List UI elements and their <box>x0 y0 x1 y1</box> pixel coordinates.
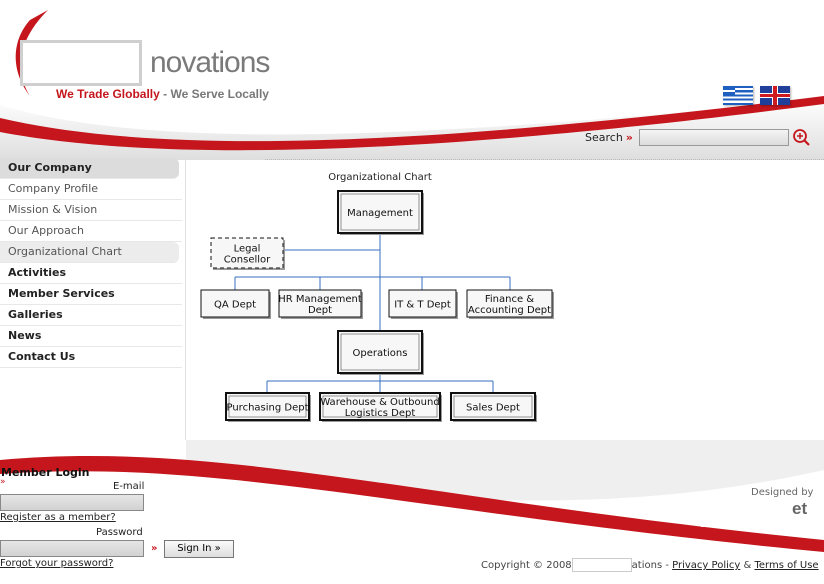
designer-logo-fragment[interactable]: et <box>792 499 808 518</box>
org-box-dept-4-label: Accounting Dept <box>468 305 551 316</box>
org-box-dept-4-label: Finance & <box>485 294 534 305</box>
sidebar-item-mission-vision[interactable]: Mission & Vision <box>0 200 182 221</box>
org-box-dept-3-label: IT & T Dept <box>394 300 451 311</box>
org-box-dept-3: IT & T Dept <box>388 289 458 319</box>
org-box-dept-2-label: Dept <box>308 305 332 316</box>
password-field[interactable] <box>0 540 144 557</box>
forgot-password-link[interactable]: Forgot your password? <box>0 558 114 569</box>
sidebar-item-organizational-chart[interactable]: Organizational Chart <box>0 242 179 263</box>
greek-flag-icon[interactable] <box>723 86 753 105</box>
copyright-redacted <box>571 558 632 572</box>
sidebar-item-member-services[interactable]: Member Services <box>0 284 182 305</box>
sidebar-item-our-approach[interactable]: Our Approach <box>0 221 182 242</box>
copyright-amp: & <box>740 560 755 571</box>
org-box-legal-consellor-label: Legal <box>234 244 261 255</box>
search-label-text: Search <box>585 131 623 144</box>
org-box-management: Management <box>337 190 424 235</box>
logo-redacted-area <box>20 40 142 86</box>
privacy-policy-link[interactable]: Privacy Policy <box>672 560 741 571</box>
org-box-operations-label: Operations <box>353 348 408 359</box>
org-box-dept-1-label: QA Dept <box>214 300 256 311</box>
email-field[interactable] <box>0 494 144 511</box>
org-box-ops-unit-2-label: Logistics Dept <box>345 408 416 419</box>
uk-flag-icon[interactable] <box>760 86 790 105</box>
tagline-red: We Trade Globally <box>56 87 160 101</box>
member-login-title: Member Login <box>1 466 90 479</box>
designed-by-label: Designed by <box>751 487 814 498</box>
terms-of-use-link[interactable]: Terms of Use <box>754 560 819 571</box>
org-box-dept-1: QA Dept <box>200 289 271 319</box>
sidebar-item-company-profile[interactable]: Company Profile <box>0 179 182 200</box>
search-input[interactable] <box>639 129 789 146</box>
sidebar-item-news[interactable]: News <box>0 326 182 347</box>
email-label: E-mail <box>113 481 145 492</box>
search-zoom-icon[interactable] <box>792 128 810 146</box>
org-box-dept-2-label: HR Management <box>278 294 362 305</box>
password-label: Password <box>96 527 143 538</box>
sidebar-item-activities[interactable]: Activities <box>0 263 182 284</box>
signin-arrows: » <box>151 543 158 554</box>
search-label: Search» <box>585 131 633 144</box>
org-box-ops-unit-1-label: Purchasing Dept <box>226 403 308 414</box>
login-arrow-icon: » <box>0 477 6 487</box>
org-box-ops-unit-3: Sales Dept <box>450 392 537 422</box>
org-box-ops-unit-2-label: Warehouse & Outbound <box>320 397 439 408</box>
org-box-operations: Operations <box>337 330 424 375</box>
sidebar-item-our-company[interactable]: Our Company <box>0 158 179 179</box>
org-box-legal-consellor-label: Consellor <box>224 255 271 266</box>
org-box-management-label: Management <box>347 208 413 219</box>
sign-in-button[interactable]: Sign In » <box>164 540 234 558</box>
logo-text: novations <box>150 46 270 79</box>
tagline: We Trade Globally - We Serve Locally <box>56 87 269 101</box>
org-box-dept-4: Finance &Accounting Dept <box>466 289 554 319</box>
org-box-ops-unit-3-label: Sales Dept <box>466 403 520 414</box>
copyright-prefix: Copyright © 2008 <box>481 560 572 571</box>
copyright-suffix: ations - <box>631 560 673 571</box>
register-link[interactable]: Register as a member? <box>0 512 116 523</box>
org-chart-title: Organizational Chart <box>328 172 432 183</box>
header-swoosh <box>0 10 824 160</box>
designer-logo-redacted <box>701 503 789 527</box>
search-arrows: » <box>625 131 633 144</box>
sidebar-item-contact-us[interactable]: Contact Us <box>0 347 182 368</box>
content-top-divider <box>265 159 824 160</box>
sidebar-divider <box>185 160 186 440</box>
footer-swoosh <box>0 440 824 552</box>
sidebar-item-galleries[interactable]: Galleries <box>0 305 182 326</box>
tagline-rest: - We Serve Locally <box>159 87 269 101</box>
org-box-ops-unit-1: Purchasing Dept <box>225 392 311 422</box>
